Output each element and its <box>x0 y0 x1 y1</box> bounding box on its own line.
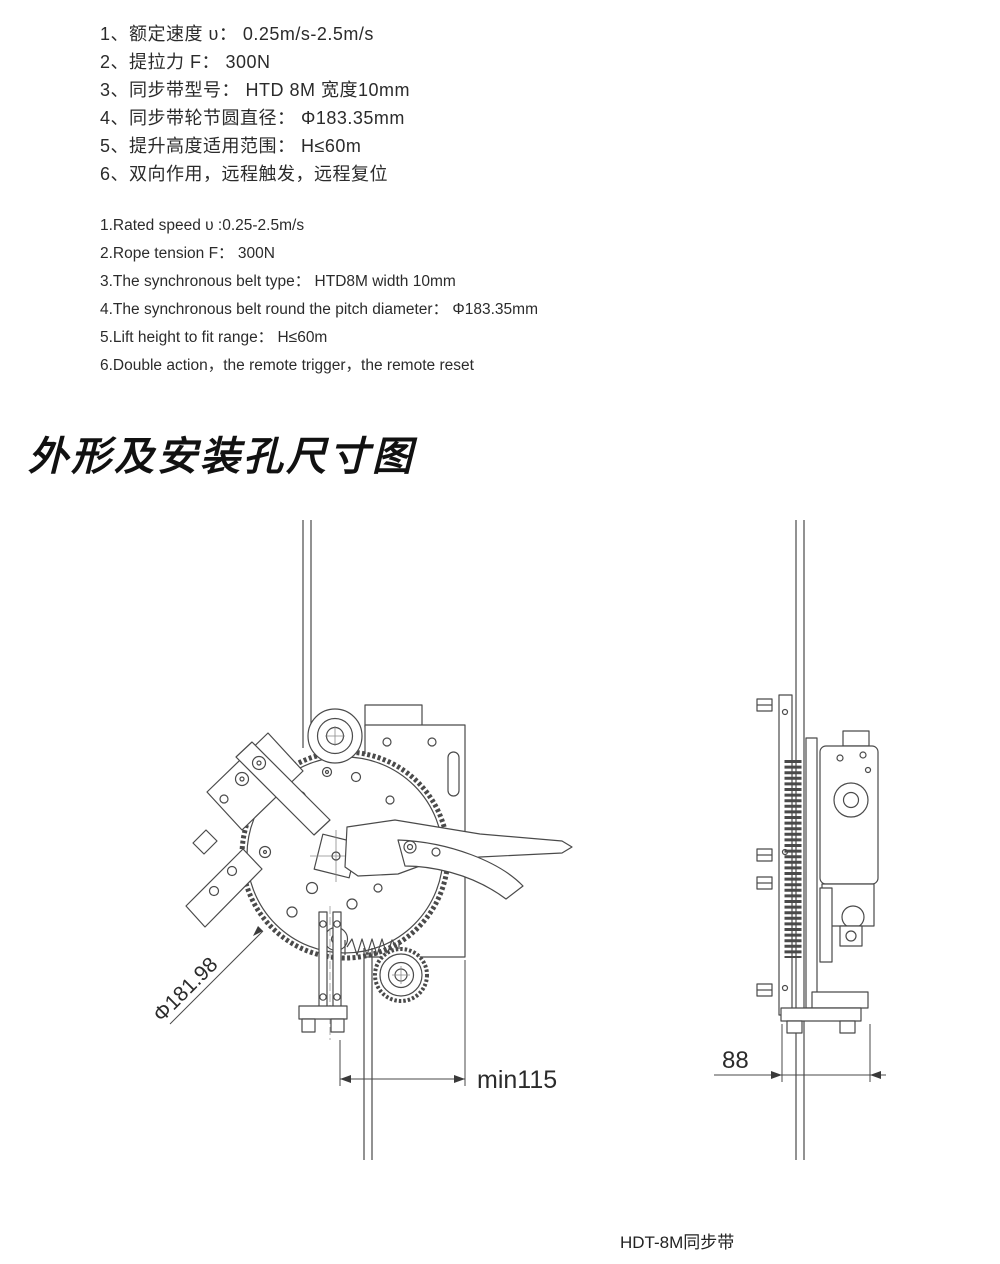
figure-caption: HDT-8M同步带 <box>620 1233 735 1252</box>
spec-item-en-1: 1.Rated speed υ :0.25-2.5m/s <box>100 217 305 234</box>
spec-item-en-6: 6.Double action，the remote trigger，the r… <box>100 357 474 374</box>
spec-item-cn-5: 5、提升高度适用范围： H≤60m <box>100 136 362 156</box>
front-view <box>185 520 573 1160</box>
spec-item-en-4: 4.The synchronous belt round the pitch d… <box>100 301 538 318</box>
spec-item-cn-1: 1、额定速度 υ： 0.25m/s-2.5m/s <box>100 24 374 44</box>
side-view <box>756 520 879 1160</box>
spec-item-cn-3: 3、同步带型号： HTD 8M 宽度10mm <box>100 80 411 100</box>
spec-item-cn-6: 6、双向作用，远程触发，远程复位 <box>100 164 389 184</box>
spec-item-en-2: 2.Rope tension F： 300N <box>100 245 275 262</box>
spec-item-cn-2: 2、提拉力 F： 300N <box>100 52 271 72</box>
spec-item-en-5: 5.Lift height to fit range： H≤60m <box>100 329 328 346</box>
side-view-dimensions: 88 <box>714 1024 886 1082</box>
spec-list-english: 1.Rated speed υ :0.25-2.5m/s 2.Rope tens… <box>100 212 538 380</box>
dimension-depth-label: 88 <box>722 1047 749 1074</box>
spec-item-en-3: 3.The synchronous belt type： HTD8M width… <box>100 273 456 290</box>
section-title: 外形及安装孔尺寸图 <box>28 433 415 480</box>
dimension-diameter-label: Φ181.98 <box>149 953 223 1027</box>
spec-list-chinese: 1、额定速度 υ： 0.25m/s-2.5m/s 2、提拉力 F： 300N 3… <box>100 20 410 188</box>
spec-item-cn-4: 4、同步带轮节圆直径： Φ183.35mm <box>100 108 405 128</box>
dimension-width-label: min115 <box>477 1066 557 1094</box>
